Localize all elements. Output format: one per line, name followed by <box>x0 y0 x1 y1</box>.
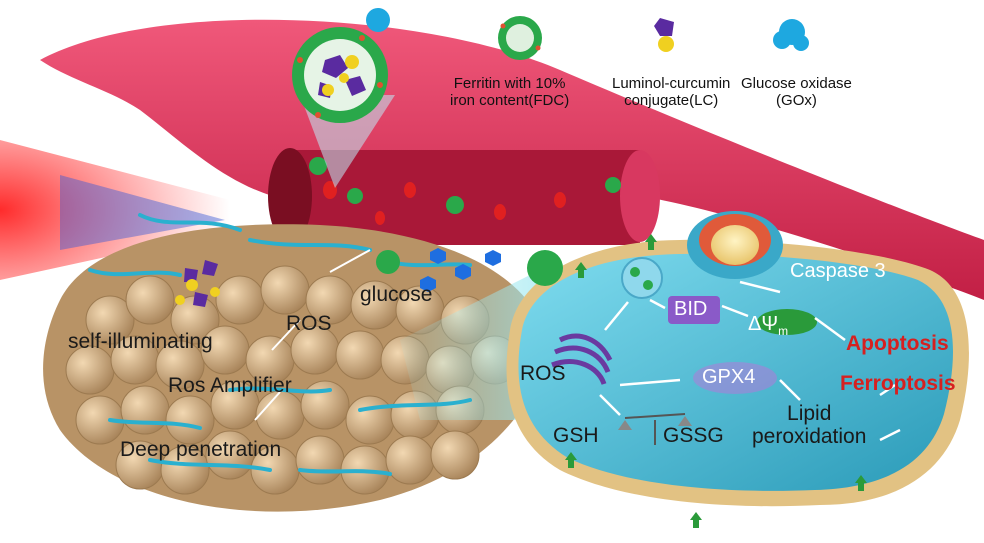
label-self-illuminating: self-illuminating <box>68 330 213 353</box>
label-lipid-peroxidation: Lipid peroxidation <box>752 402 866 448</box>
tumor-cell-sphere <box>85 295 135 345</box>
mitochondrion <box>757 309 817 335</box>
legend-luminol-line1: Luminol-curcumin <box>612 75 731 92</box>
label-lipid-line1: Lipid <box>787 402 832 425</box>
label-tumor-ros: ROS <box>286 312 332 335</box>
luminol-curcumin-icon <box>654 18 674 52</box>
ferritin-nanoparticle-icon <box>498 16 542 60</box>
tumor-cell-sphere <box>160 445 210 495</box>
nucleolus <box>711 225 759 265</box>
luminol-curcumin-cluster <box>175 260 220 307</box>
legend-gox-line1: Glucose oxidase <box>741 75 852 92</box>
label-caspase-3: Caspase 3 <box>790 260 886 282</box>
vessel-opening-left <box>268 148 312 244</box>
label-ros-amplifier: Ros Amplifier <box>168 374 292 397</box>
legend-luminol-line2: conjugate(LC) <box>624 91 719 109</box>
tumor-cell <box>506 211 969 507</box>
tumor-cell-sphere <box>295 435 345 485</box>
endosome <box>621 257 663 299</box>
legend-gox-label: Glucose oxidase (GOx) <box>741 75 852 109</box>
tumor-cell-sphere <box>65 345 115 395</box>
fiber-strands <box>88 213 472 476</box>
label-deep-penetration: Deep penetration <box>120 438 282 461</box>
gpx4-glow <box>693 362 777 394</box>
label-lipid-line2: peroxidation <box>752 425 867 449</box>
legend-ferritin-line2: iron content(FDC) <box>450 91 570 109</box>
endoplasmic-reticulum <box>551 333 613 385</box>
vessel-opening-right <box>620 150 660 242</box>
tumor-arrows <box>254 249 371 421</box>
label-bid: BID <box>674 298 708 320</box>
tumor-cell-sphere <box>125 275 175 325</box>
mito-potential-sub: m <box>778 324 789 338</box>
legend-luminol-label: Luminol-curcumin conjugate(LC) <box>612 75 731 109</box>
tumor-cell-sphere <box>385 435 435 485</box>
tumor-cell-sphere <box>430 430 480 480</box>
receptors <box>565 234 867 528</box>
label-gsh: GSH <box>553 424 599 447</box>
glucose-molecules <box>420 248 501 292</box>
label-mito-potential: ΔΨm <box>748 313 788 338</box>
tumor-cell-sphere <box>155 340 205 390</box>
mito-potential-symbol: ΔΨ <box>748 313 779 335</box>
legend-gox-line2: (GOx) <box>776 91 817 109</box>
legend-ferritin-label: Ferritin with 10% iron content(FDC) <box>450 75 570 109</box>
tumor-cell-sphere <box>215 275 265 325</box>
gox-attached <box>366 8 390 32</box>
tumor-cell-sphere <box>300 380 350 430</box>
label-gssg: GSSG <box>663 424 724 447</box>
ferritin-docking <box>527 250 563 286</box>
pathway-arrows <box>599 280 901 442</box>
label-gpx4: GPX4 <box>702 366 756 388</box>
tumor-cell-sphere <box>335 330 385 380</box>
ferritin-nanoparticle-large <box>292 8 390 123</box>
bid-box <box>668 296 720 324</box>
label-ferroptosis: Ferroptosis <box>840 372 956 395</box>
tumor-cell-sphere <box>165 395 215 445</box>
glucose-oxidase-icon <box>773 19 809 51</box>
blood-vessel <box>40 19 984 300</box>
ferritin-in-tumor <box>376 250 400 274</box>
laser-beam <box>0 140 230 280</box>
tumor-cell-sphere <box>120 385 170 435</box>
label-glucose: glucose <box>360 283 433 306</box>
tumor-cell-sphere <box>255 390 305 440</box>
tumor-cell-sphere <box>260 265 310 315</box>
label-cell-ros: ROS <box>520 362 566 385</box>
tumor-cell-sphere <box>345 395 395 445</box>
gsh-gssg-balance <box>618 413 692 445</box>
legend-ferritin-line1: Ferritin with 10% <box>453 75 566 92</box>
label-apoptosis: Apoptosis <box>846 332 949 355</box>
